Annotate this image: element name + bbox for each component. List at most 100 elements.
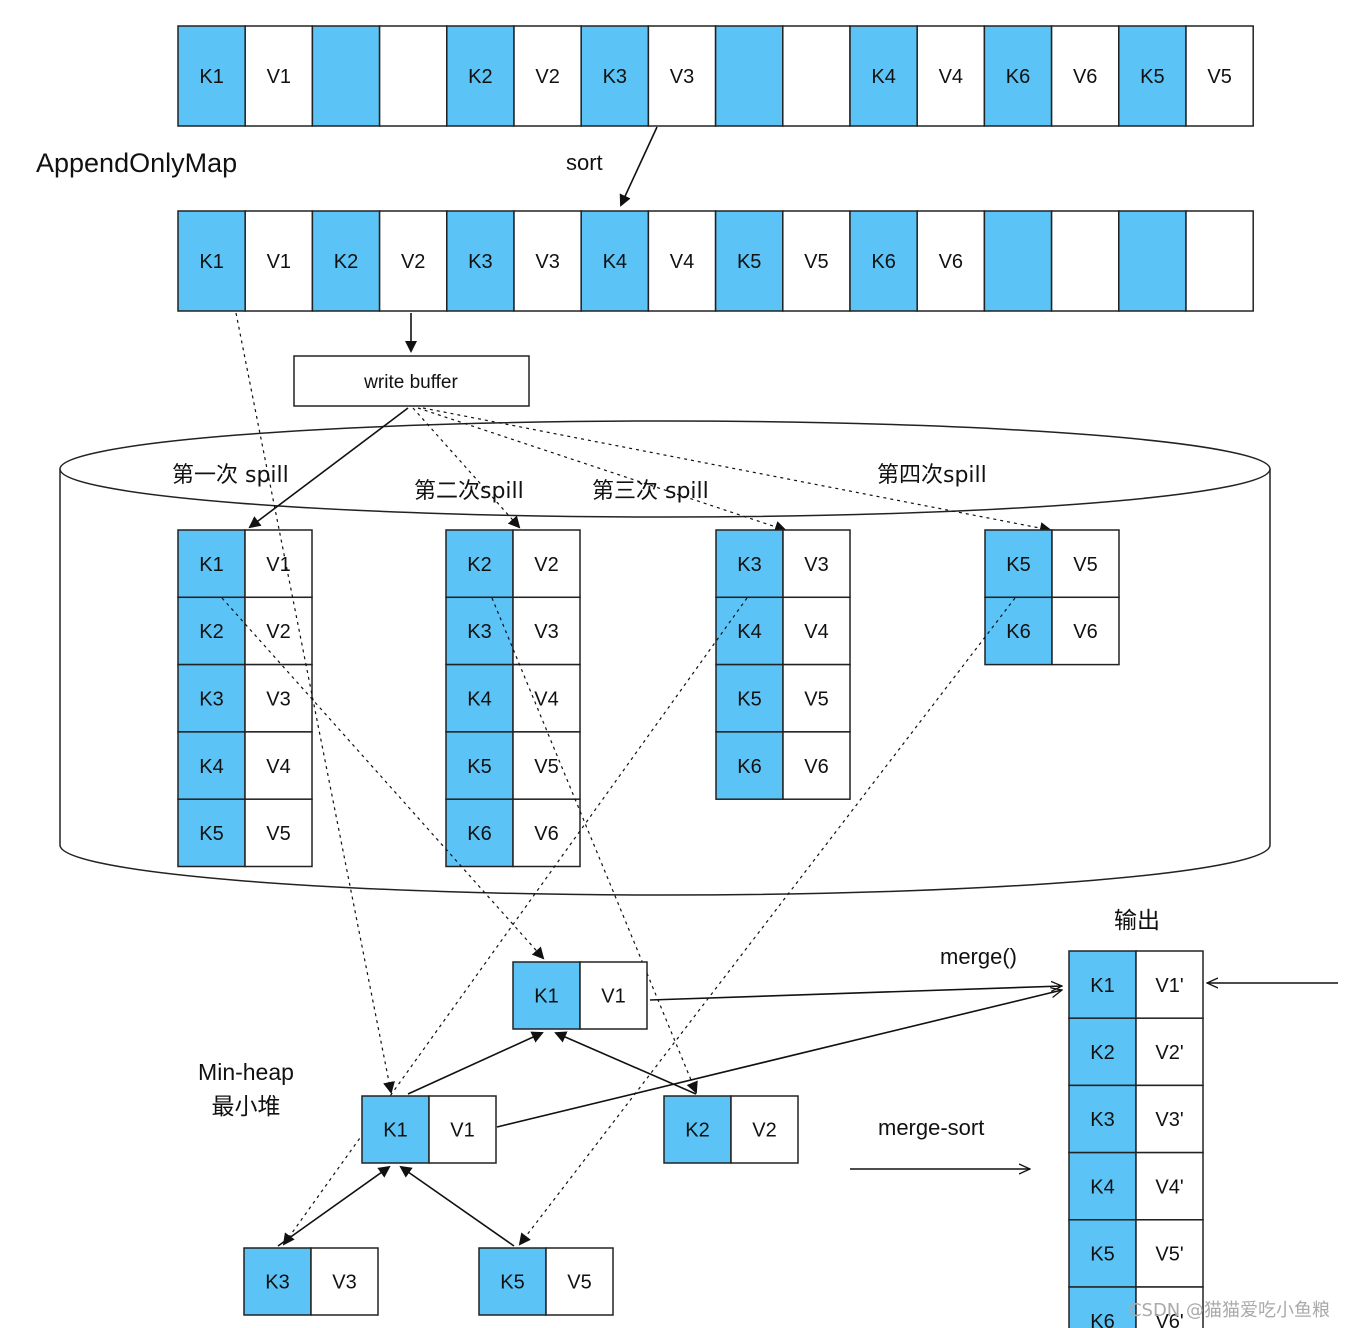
sorted-map-key-8-cell <box>1118 210 1187 312</box>
append-map-value-6-text: V4 <box>939 66 963 88</box>
spill3-arrow <box>417 407 787 533</box>
spill1-value-2-cell <box>244 596 313 666</box>
spill1-value-5-cell <box>244 798 313 868</box>
spill2-value-3-cell <box>512 663 581 733</box>
append-map-value-7-text: V6 <box>1073 66 1097 88</box>
heap-bottom-left-value-1-text: V3 <box>332 1272 356 1294</box>
append-map-value-6-cell <box>916 25 986 127</box>
spill1-value-2-text: V2 <box>266 621 290 643</box>
append-map-key-7-cell <box>983 25 1053 127</box>
sorted-map-key-7-cell <box>983 210 1053 312</box>
spill3-key-2-text: K4 <box>737 621 761 643</box>
sorted-map-key-2-text: K2 <box>334 251 358 273</box>
spill2-value-5-text: V6 <box>534 823 558 845</box>
append-map-value-8-cell <box>1185 25 1254 127</box>
spill2-value-4-text: V5 <box>534 756 558 778</box>
heap-bottom-right-key-1-text: K5 <box>500 1272 524 1294</box>
append-map-key-8-cell <box>1118 25 1187 127</box>
append-map-value-3-text: V2 <box>535 66 559 88</box>
spill3-key-2-cell <box>715 596 784 666</box>
heap-bottom-left-key-1-cell <box>243 1247 312 1316</box>
append-map-key-1-cell <box>177 25 246 127</box>
heap-mid-right-value-1-text: V2 <box>752 1120 776 1142</box>
spill1-key-2-cell <box>177 596 246 666</box>
output-value-2-text: V2' <box>1155 1042 1183 1064</box>
write-buffer: write buffer <box>293 355 530 407</box>
spill3-key-4-text: K6 <box>737 756 761 778</box>
spill4-key-1-text: K5 <box>1006 554 1030 576</box>
sort-arrow <box>619 126 658 207</box>
spill2-value-1-cell <box>512 529 581 599</box>
sorted-map-value-3-text: V3 <box>535 251 559 273</box>
output-key-3-cell <box>1068 1084 1137 1154</box>
sorted-map-key-1-cell <box>177 210 246 312</box>
heap-bottom-left-key-1-text: K3 <box>265 1272 289 1294</box>
spill4-value-1-cell <box>1051 529 1120 599</box>
spill1-key-3-text: K3 <box>199 688 223 710</box>
spill2-value-1-text: V2 <box>534 554 558 576</box>
spill3-key-1-cell <box>715 529 784 599</box>
output-value-4-text: V4' <box>1155 1176 1183 1198</box>
spill3-value-2-text: V4 <box>804 621 828 643</box>
sorted-map-value-2-text: V2 <box>401 251 425 273</box>
spill4-arrow <box>422 407 1052 534</box>
output-value-3-cell <box>1135 1084 1204 1154</box>
heap-mid-left-value-1-cell <box>428 1095 497 1164</box>
spill4-label: 第四次spill <box>877 463 987 488</box>
spill2-key-4-text: K5 <box>467 756 491 778</box>
spill3-key-4-cell <box>715 731 784 800</box>
append-map-key-2-cell <box>311 25 381 127</box>
append-map-value-2-cell <box>378 25 448 127</box>
spill3-value-1-text: V3 <box>804 554 828 576</box>
append-map-value-1-text: V1 <box>267 66 291 88</box>
output-label: 输出 <box>1114 908 1160 934</box>
output-value-1-cell <box>1135 950 1204 1019</box>
heap-edges <box>277 1031 697 1247</box>
heap-top-value-1-text: V1 <box>601 986 625 1008</box>
spill3-value-3-text: V5 <box>804 688 828 710</box>
sorted-map-key-3-cell <box>446 210 515 312</box>
output-key-5-text: K5 <box>1090 1244 1114 1266</box>
spill1-value-1-text: V1 <box>266 554 290 576</box>
spill1-key-5-cell <box>177 798 246 868</box>
spill2-key-1-text: K2 <box>467 554 491 576</box>
sorted-map-key-3-text: K3 <box>468 251 492 273</box>
output-key-3-text: K3 <box>1090 1109 1114 1131</box>
spill3-value-2-cell <box>782 596 851 666</box>
merge-arrows <box>496 986 1062 1128</box>
min-heap-label-cn: 最小堆 <box>212 1094 281 1120</box>
append-map-key-6-cell <box>849 25 918 127</box>
spill2-key-5-text: K6 <box>467 823 491 845</box>
append-map-key-3-text: K2 <box>468 66 492 88</box>
output-key-6-text: K6 <box>1090 1311 1114 1328</box>
sorted-map-value-4-cell <box>647 210 717 312</box>
append-only-map-label: AppendOnlyMap <box>36 148 237 178</box>
spill1-key-2-text: K2 <box>199 621 223 643</box>
spill3-key-1-text: K3 <box>737 554 761 576</box>
heap-bottom-right-key-1-cell <box>478 1247 547 1316</box>
append-map-key-5-cell <box>714 25 784 127</box>
heap-mid-right-key-1-cell <box>663 1095 732 1164</box>
sorted-map-key-2-cell <box>311 210 381 312</box>
watermark: CSDN @猫猫爱吃小鱼粮 <box>1129 1300 1330 1321</box>
spill3-value-4-text: V6 <box>804 756 828 778</box>
spill2-value-3-text: V4 <box>534 688 558 710</box>
spill3-key-3-text: K5 <box>737 688 761 710</box>
sorted-map-value-1-text: V1 <box>267 251 291 273</box>
output-key-2-cell <box>1068 1017 1137 1087</box>
sorted-map-value-6-text: V6 <box>939 251 963 273</box>
merge-label: merge() <box>940 944 1017 969</box>
spill3-value-1-cell <box>782 529 851 599</box>
spill2-value-5-cell <box>512 798 581 868</box>
append-map-key-8-text: K5 <box>1140 66 1164 88</box>
write-buffer-label: write buffer <box>363 372 458 393</box>
append-map-value-7-cell <box>1050 25 1120 127</box>
sorted-map-value-1-cell <box>244 210 314 312</box>
output-key-2-text: K2 <box>1090 1042 1114 1064</box>
spill2-key-3-cell <box>445 663 514 733</box>
